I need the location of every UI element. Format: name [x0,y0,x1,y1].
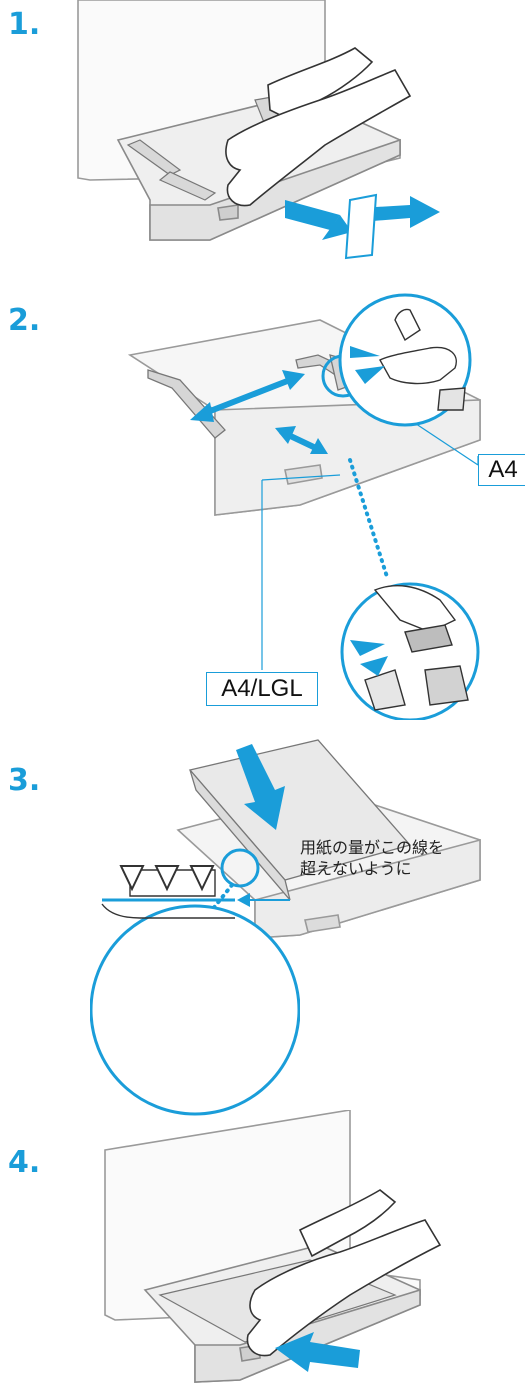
pointer-arrow [237,893,290,907]
note-line-2: 超えないように [300,859,412,878]
pull-direction-panel [344,193,378,260]
step-1-illustration [77,0,440,260]
zoom-top-detail [379,308,466,411]
label-a4: A4 [478,454,525,486]
step-4-illustration [104,1110,442,1383]
load-arrow [236,744,285,830]
zoom-bottom-detail [364,585,469,711]
limit-triangle-icons [119,865,215,892]
step-number-4: 4. [8,1145,41,1180]
paper-limit-note: 用紙の量がこの線を 超えないように [300,837,444,879]
length-arrow-heads [275,426,328,454]
pull-arrows [285,196,440,240]
width-arrow-heads [190,370,305,422]
step-number-1: 1. [8,7,41,42]
hand-right [246,1189,442,1357]
limit-marker-circle [220,848,260,888]
zoom-top-ticks [350,346,385,384]
step-2-illustration [127,293,481,720]
width-arrow [197,375,298,418]
note-line-1: 用紙の量がこの線を [300,838,445,857]
step-3-zoom [90,904,300,1116]
label-a4-lgl: A4/LGL [206,672,318,706]
push-arrow [275,1332,360,1372]
hand-right [225,47,412,207]
zoom-bottom-ticks [350,640,388,676]
paper-stack [188,739,412,901]
step-number-3: 3. [8,763,41,798]
step-number-2: 2. [8,303,41,338]
